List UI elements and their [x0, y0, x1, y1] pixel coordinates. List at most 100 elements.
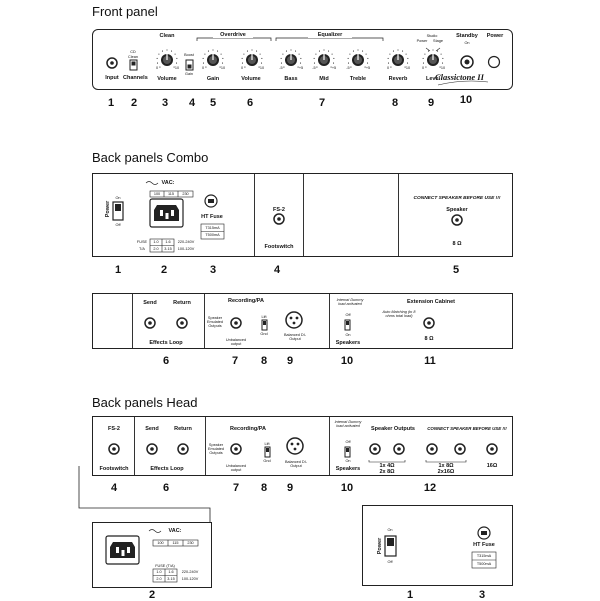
- return-label: Return: [173, 300, 191, 306]
- callout-number: 3: [478, 589, 486, 601]
- voltage-230: 230: [182, 192, 189, 196]
- input-label: Input: [105, 75, 119, 81]
- output-2x8ohm-label: 2x 8Ω: [379, 469, 395, 475]
- combo-back-panel-io: Send Return Effects Loop Recording/PA Sp…: [92, 293, 513, 349]
- combo-panel-1-graphics: [112, 181, 463, 253]
- treble-label: Treble: [349, 76, 367, 82]
- channels-label: Channels: [123, 75, 148, 81]
- combo-panel-2-graphics: [144, 311, 435, 331]
- ht-fuse-label: HT Fuse: [201, 214, 223, 220]
- gain-knob-icon[interactable]: [202, 49, 224, 68]
- mid-label: Mid: [319, 76, 329, 82]
- brand-logo: Classictone II: [435, 72, 484, 82]
- boost-label: Boost: [184, 53, 194, 57]
- treble-knob-icon[interactable]: [347, 49, 369, 68]
- callout-number: 8: [260, 355, 268, 367]
- head-power-switch-module: Power On Off HT Fuse T315mA T500mA: [362, 505, 513, 586]
- fs2-label: FS-2: [273, 207, 285, 213]
- volume-overdrive-knob-icon[interactable]: [241, 49, 263, 68]
- voltage-100: 100: [157, 541, 164, 545]
- heading-front-panel: Front panel: [92, 4, 158, 19]
- voltage-range: 220-240V: [181, 570, 199, 574]
- speaker-ohm-label: 8 Ω: [452, 241, 462, 247]
- power-off-label: Off: [387, 560, 393, 564]
- callout-number: 4: [273, 264, 281, 276]
- callout-number: 1: [107, 97, 115, 109]
- scale-min: -5: [312, 66, 316, 70]
- scale-min: 0: [421, 66, 425, 70]
- scale-max: +5: [365, 66, 371, 70]
- output-8ohm-label: 1x 8Ω: [438, 463, 454, 469]
- voltage-230: 230: [187, 541, 194, 545]
- speakers-label: Speakers: [335, 340, 361, 346]
- send-label: Send: [143, 300, 157, 306]
- head-back-panel-io: FS-2 Footswitch Send Return Effects Loop…: [92, 416, 513, 476]
- callout-number: 2: [148, 589, 156, 601]
- volume-clean-knob-icon[interactable]: [156, 49, 178, 68]
- callout-number: 1: [114, 264, 122, 276]
- callout-number: 6: [162, 355, 170, 367]
- head-power-switch-graphics: [384, 526, 497, 569]
- callout-number: 5: [452, 264, 460, 276]
- footswitch-label: Footswitch: [264, 244, 294, 250]
- voltage-115: 115: [167, 192, 175, 196]
- callout-number: 8: [260, 482, 268, 494]
- ht-fuse-value: T315mA: [476, 554, 492, 558]
- bass-knob-icon[interactable]: [280, 49, 302, 68]
- ht-fuse-value: T500mA: [476, 562, 492, 566]
- mid-knob-icon[interactable]: [313, 49, 335, 68]
- power-off-label: Off: [115, 223, 121, 227]
- gain-label: Gain: [206, 76, 220, 82]
- front-panel-knobs: [156, 47, 444, 68]
- xlr-output-icon: [286, 437, 304, 455]
- ht-fuse-label: HT Fuse: [473, 542, 495, 548]
- callout-number: 7: [232, 482, 240, 494]
- scale-max: 10: [220, 66, 226, 70]
- scale-max: 10: [174, 66, 180, 70]
- unbalanced-label: Unbalanced output: [225, 338, 247, 346]
- callout-number: 2: [130, 97, 138, 109]
- scale-min: -5: [279, 66, 283, 70]
- fuse-value: 3.15: [164, 247, 172, 251]
- output-16ohm-label: 16Ω: [486, 463, 498, 469]
- output-4ohm-label: 1x 4Ω: [379, 463, 395, 469]
- standby-on-label: On: [464, 41, 470, 45]
- voltage-range: 100-120V: [177, 247, 195, 251]
- bass-label: Bass: [284, 76, 298, 82]
- output-2x16ohm-label: 2x16Ω: [437, 469, 455, 475]
- reverb-knob-icon[interactable]: [387, 49, 409, 68]
- studio-label: Studio: [426, 34, 438, 38]
- level-knob-icon[interactable]: [422, 49, 444, 68]
- vac-label: VAC:: [161, 180, 175, 186]
- scale-min: -5: [346, 66, 350, 70]
- heading-back-panels-combo: Back panels Combo: [92, 150, 209, 165]
- connect-speaker-warning: CONNECT SPEAKER BEFORE USE !!!: [413, 196, 501, 201]
- head-power-graphics: [105, 529, 199, 583]
- level-mode-ticks: [425, 47, 441, 52]
- voltage-115: 115: [172, 541, 179, 545]
- volume-clean-label: Volume: [157, 76, 177, 82]
- lift-label: Lift: [264, 442, 270, 446]
- power-lamp-icon: [487, 55, 501, 69]
- front-panel-graphics: [106, 37, 501, 86]
- recording-pa-label: Recording/PA: [228, 298, 264, 304]
- lift-label: Lift: [261, 315, 267, 319]
- balanced-di-label: Balanced DI-Output: [284, 333, 306, 341]
- power-label: Power: [377, 537, 383, 555]
- fuse-value: 2.0: [153, 247, 159, 251]
- scale-min: 0: [240, 66, 244, 70]
- fuse-value: 1.6: [168, 570, 174, 574]
- callout-number: 9: [286, 355, 294, 367]
- channels-clean-label: Clean: [128, 55, 138, 59]
- head-power-module: VAC: 100 115 230 FUSE (T/A) 1.0 1.6 2.0 …: [92, 522, 212, 588]
- callout-number: 10: [340, 482, 354, 494]
- scale-min: 0: [386, 66, 390, 70]
- equalizer-group-label: Equalizer: [308, 32, 352, 38]
- voltage-100: 100: [153, 192, 161, 196]
- xlr-output-icon: [285, 311, 303, 329]
- fuse-value: 1.0: [153, 240, 159, 244]
- fuse-value: 1.0: [156, 570, 162, 574]
- callout-number: 10: [340, 355, 354, 367]
- scale-min: 0: [201, 66, 205, 70]
- callout-number: 10: [459, 94, 473, 106]
